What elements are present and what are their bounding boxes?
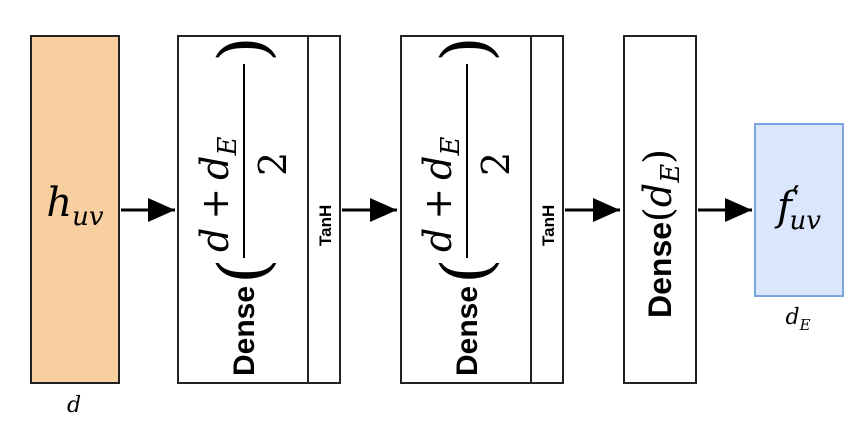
dense-layer-1-numerator: d+dE xyxy=(193,137,243,253)
dense-layer-3-text-group: Dense(dE) xyxy=(636,149,686,318)
dense-layer-1-lparen: ( xyxy=(205,258,282,284)
dense-layer-1-rparen: ) xyxy=(205,36,282,62)
tanh-layer-1-label: TanH xyxy=(316,205,335,246)
dense-layer-2-numerator: d+dE xyxy=(416,137,466,253)
output-box xyxy=(754,123,844,297)
dense-layer-3-box xyxy=(623,35,697,384)
output-dim-label: dE xyxy=(785,305,810,334)
tanh-layer-1-text: TanH xyxy=(316,205,335,246)
dense-layer-2-rparen: ) xyxy=(428,36,505,62)
input-node: huv d xyxy=(30,35,120,418)
dense-layer-1-text: Dense xyxy=(228,286,261,376)
output-node: f′uv dE xyxy=(754,123,844,334)
dense-layer-1-label: Dense ( d+dE 2 ) xyxy=(193,36,295,376)
input-label: huv xyxy=(46,180,104,232)
tanh-layer-2-text: TanH xyxy=(539,205,558,246)
input-subscript: uv xyxy=(72,202,104,232)
dense-layer-3-label: Dense(dE) xyxy=(636,149,686,318)
input-dim-label: d xyxy=(67,393,81,418)
dense-layer-2-label: Dense ( d+dE 2 ) xyxy=(416,36,518,376)
dense-layer-3: Dense(dE) xyxy=(623,35,697,384)
dense-layer-2-text: Dense xyxy=(451,286,484,376)
output-label: f′uv xyxy=(774,179,821,236)
dense-layer-2-denominator: 2 xyxy=(474,152,518,176)
dense-layer-3-text: Dense xyxy=(642,222,678,318)
tanh-layer-1-box xyxy=(307,35,341,384)
dense-layer-1-denominator: 2 xyxy=(251,152,295,176)
output-subscript: uv xyxy=(790,206,822,236)
dense-layer-2-lparen: ( xyxy=(428,258,505,284)
input-symbol: h xyxy=(46,180,72,226)
output-prime: ′ xyxy=(792,179,800,219)
dense-layer-1: Dense ( d+dE 2 ) TanH xyxy=(177,35,341,384)
input-box xyxy=(30,35,120,384)
tanh-layer-2-box xyxy=(530,35,564,384)
dense-layer-2: Dense ( d+dE 2 ) TanH xyxy=(400,35,564,384)
tanh-layer-2-label: TanH xyxy=(539,205,558,246)
